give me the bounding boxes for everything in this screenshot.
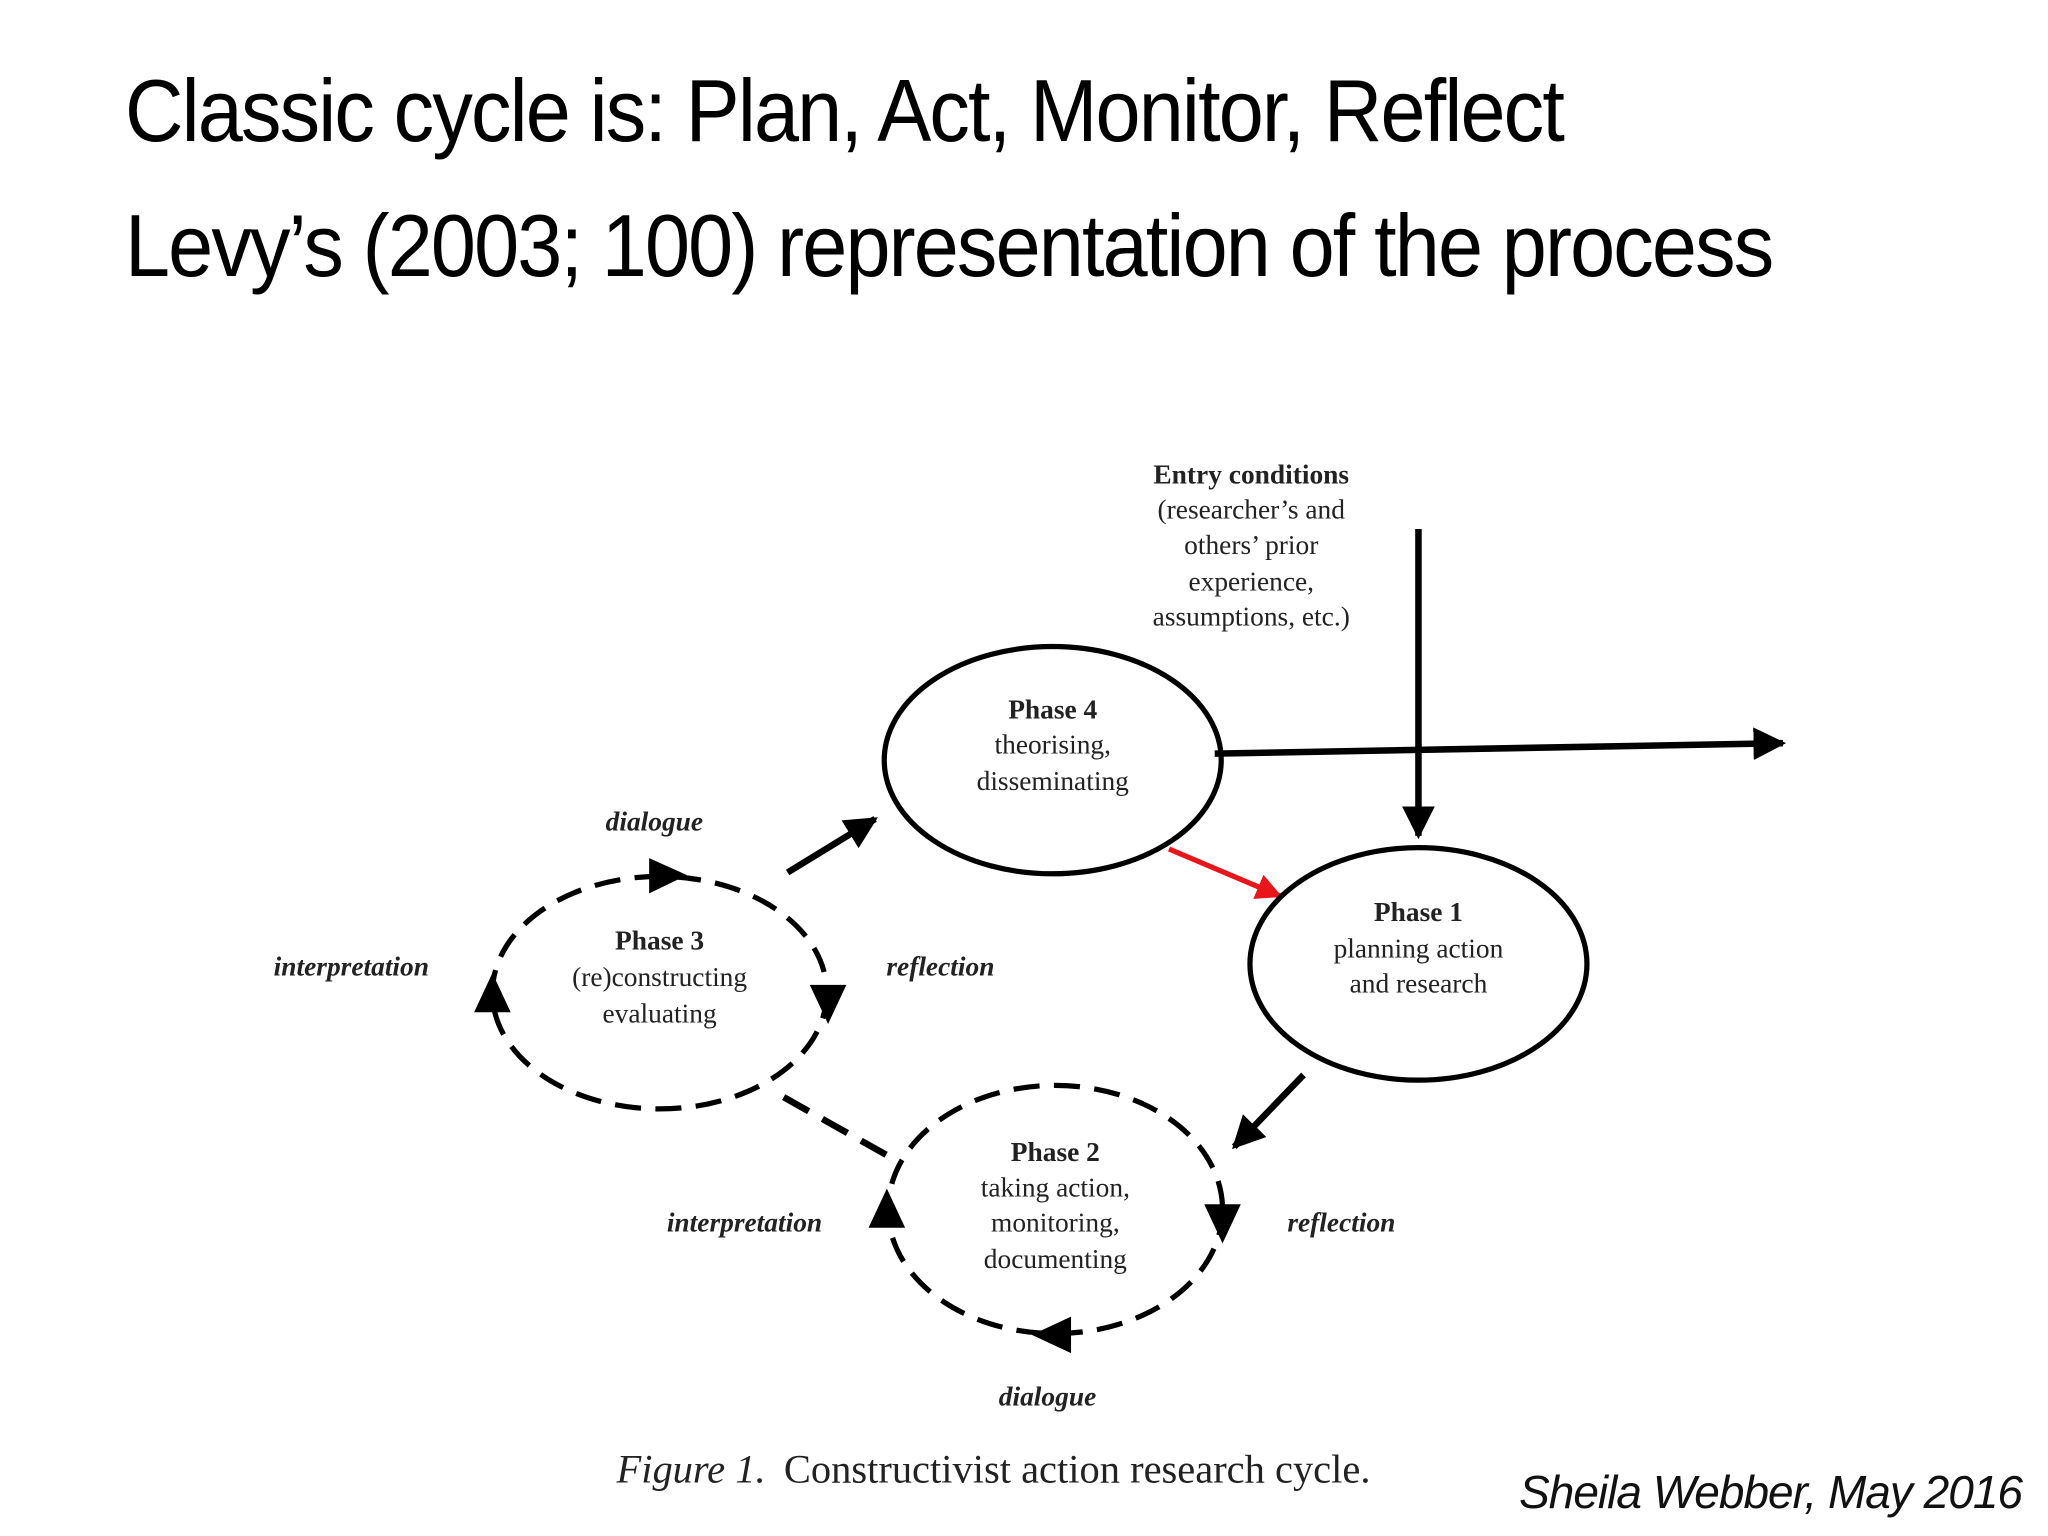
phase2-line: taking action, <box>981 1172 1130 1202</box>
phase1-ellipse <box>1247 845 1590 1083</box>
label-interpretation: interpretation <box>274 952 429 982</box>
phase2-line: documenting <box>984 1244 1127 1274</box>
phase4-to-phase1-red-arrow <box>1167 846 1283 899</box>
phase3-line: evaluating <box>603 999 717 1029</box>
entry-line: others’ prior <box>1184 530 1318 560</box>
entry-line: assumptions, etc.) <box>1153 602 1350 632</box>
figure-number: Figure 1. <box>615 1446 765 1491</box>
phase2-phase3-dashed-link <box>782 1094 890 1159</box>
entry-line: experience, <box>1188 566 1314 596</box>
phase3-dashed-ellipse <box>489 873 830 1112</box>
phase4-title: Phase 4 <box>1008 694 1097 724</box>
phase4-ellipse <box>881 643 1224 877</box>
phase4-line: theorising, <box>995 730 1111 760</box>
phase4-line: disseminating <box>977 766 1130 796</box>
phase2-line: monitoring, <box>991 1208 1120 1238</box>
phase3-title: Phase 3 <box>615 926 704 956</box>
author-signature: Sheila Webber, May 2016 <box>1519 1466 2023 1518</box>
label-reflection: reflection <box>1287 1208 1395 1238</box>
slide-title-line-2: Levy’s (2003; 100) representation of the… <box>125 196 1774 295</box>
phase1-to-phase2-arrow <box>1231 1072 1306 1150</box>
phase2-interpretation-arrowhead-icon <box>868 1188 906 1228</box>
phase1-title: Phase 1 <box>1374 897 1463 927</box>
slide-title-line-1: Classic cycle is: Plan, Act, Monitor, Re… <box>125 61 1565 160</box>
phase2-dialogue-arrowhead-icon <box>1031 1316 1072 1354</box>
phase2-title: Phase 2 <box>1011 1137 1100 1167</box>
phase3-reflection-arrowhead-icon <box>809 984 847 1024</box>
phase3-line: (re)constructing <box>572 962 747 992</box>
label-dialogue: dialogue <box>999 1381 1096 1411</box>
label-dialogue: dialogue <box>606 807 703 837</box>
phase2-reflection-arrowhead-icon <box>1204 1204 1241 1244</box>
phase3-interpretation-arrowhead-icon <box>474 973 511 1013</box>
label-interpretation: interpretation <box>667 1208 822 1238</box>
figure-caption-text: Constructivist action research cycle. <box>784 1446 1371 1491</box>
entry-line: (researcher’s and <box>1158 495 1346 525</box>
figure-caption: Figure 1. Constructivist action research … <box>615 1446 1370 1491</box>
phase1-line: planning action <box>1334 933 1504 963</box>
entry-conditions: Entry conditions (researcher’s and other… <box>1153 459 1350 631</box>
phase1-line: and research <box>1350 969 1488 999</box>
entry-heading: Entry conditions <box>1153 459 1349 489</box>
exit-arrow <box>1214 727 1787 761</box>
label-reflection: reflection <box>886 952 994 982</box>
phase3-to-phase4-arrow <box>785 816 878 876</box>
phase3-dialogue-arrowhead-icon <box>649 858 688 894</box>
